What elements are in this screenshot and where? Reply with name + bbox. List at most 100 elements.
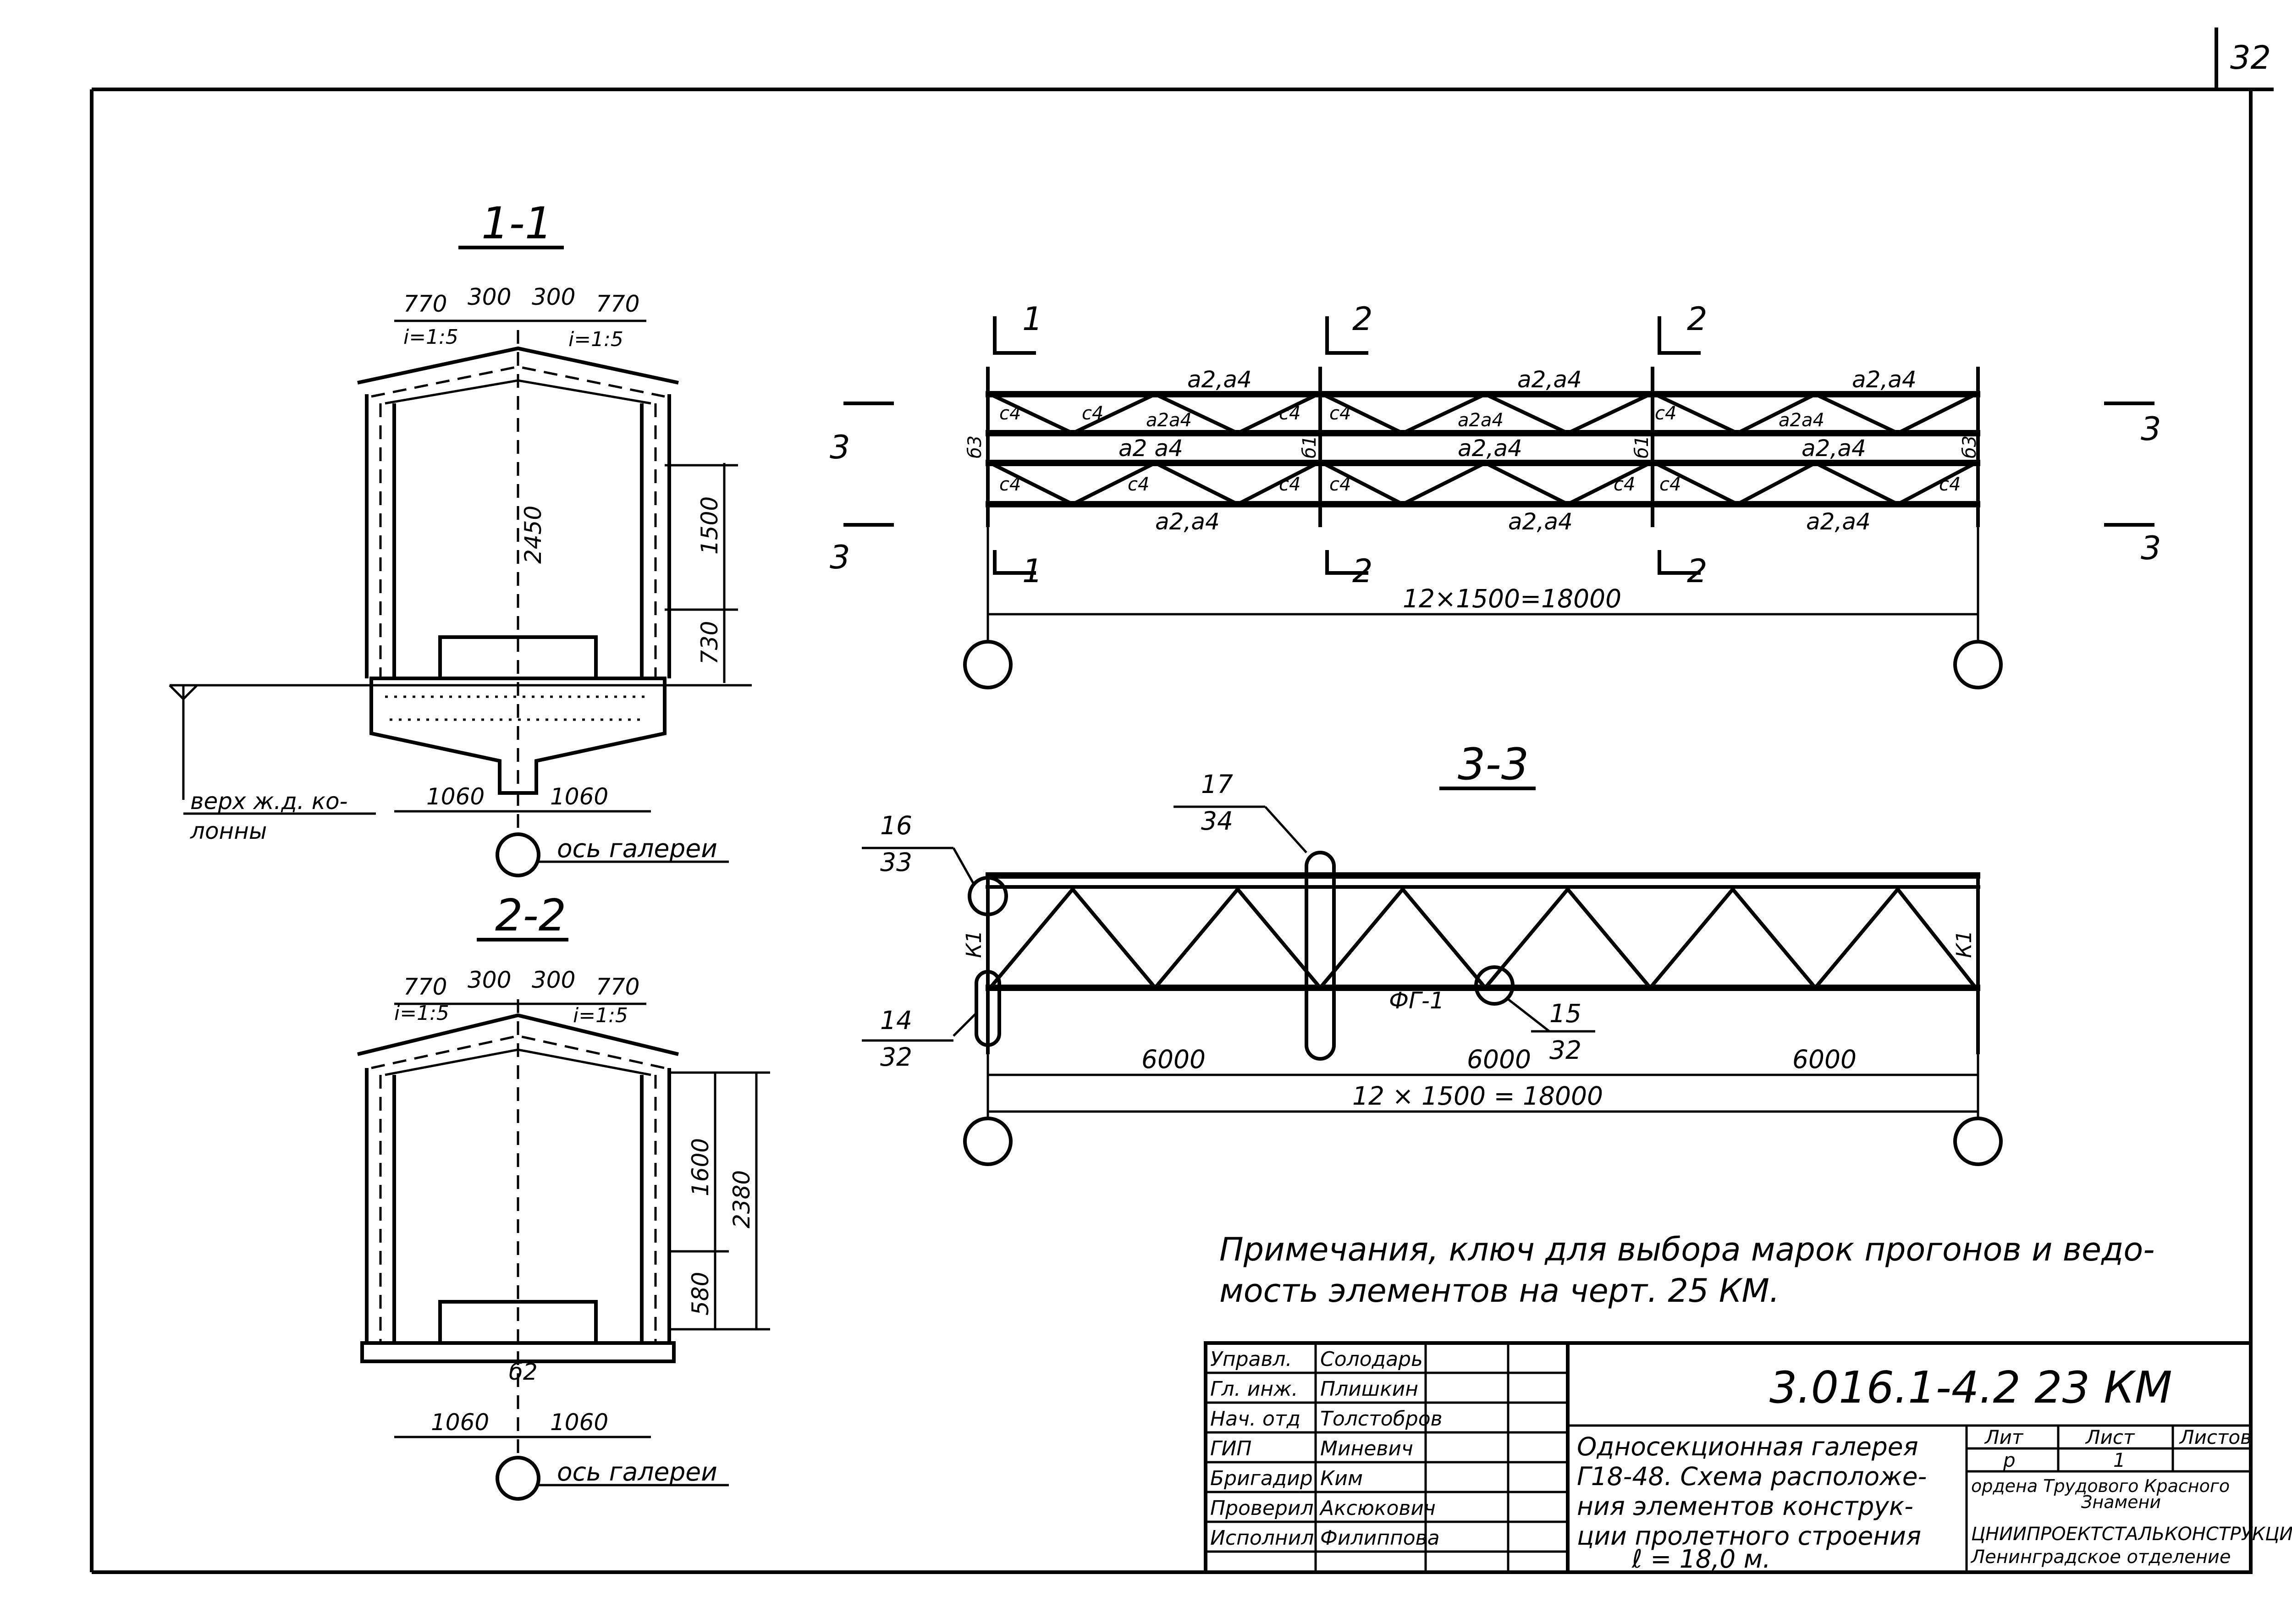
post-mark-left: К1 — [962, 930, 986, 958]
tb-desc-1: Односекционная галерея — [1577, 1432, 1918, 1461]
tb-name-3: Толстобров — [1320, 1407, 1443, 1431]
plan-mark-c4-4: с4 — [1329, 403, 1351, 424]
tb-stage-lit: Лит — [1984, 1426, 2024, 1448]
plan-mark-b3-right: б3 — [1959, 435, 1980, 458]
dim-1060-left: 1060 — [426, 783, 485, 810]
plan-mark-c4-10: с4 — [1614, 474, 1635, 495]
tb-name-6: Аксюкович — [1319, 1497, 1436, 1520]
callout-15-num: 15 — [1549, 999, 1581, 1028]
tb-org-2: Знамени — [2081, 1492, 2161, 1512]
cut-1-top: 1 — [1022, 300, 1043, 338]
sheet-frame — [90, 28, 2274, 1574]
callout-16-num: 16 — [880, 811, 912, 840]
cut-2-top-a: 2 — [1352, 300, 1373, 338]
tb-name-4: Миневич — [1320, 1437, 1413, 1460]
plan-mark-c4-8: с4 — [1279, 474, 1300, 495]
dim-770-right: 770 — [596, 291, 639, 317]
cut-2-bottom-a: 2 — [1352, 552, 1373, 590]
plan-mark-c4-5: с4 — [1655, 403, 1676, 424]
tb-desc-5: ℓ = 18,0 м. — [1631, 1544, 1771, 1574]
cut-2-bottom-b: 2 — [1687, 552, 1708, 590]
plan-mark-top-3: а2,а4 — [1852, 366, 1917, 393]
section-2-2-mark: б2 — [509, 1359, 538, 1385]
cut-2-top-b: 2 — [1687, 300, 1708, 338]
section-1-1: 1-1 ось галереи 770 300 300 770 i= — [169, 198, 752, 877]
tb-desc-4: ции пролетного строения — [1577, 1521, 1921, 1551]
plan-mark-mid-3: а2,а4 — [1802, 435, 1866, 462]
cut-3-left-bottom: 3 — [830, 539, 850, 576]
dim-2380: 2380 — [728, 1170, 755, 1228]
plan-mark-mid-1: а2 а4 — [1118, 435, 1183, 462]
plan-view: а2,а4 а2,а4 а2,а4 а2 а4 а2,а4 а2,а4 а2,а… — [830, 300, 2161, 689]
section-3-3-span-dim: 12 × 1500 = 18000 — [1352, 1081, 1603, 1111]
dim-2450: 2450 — [520, 506, 546, 564]
plan-mark-c4-9: с4 — [1329, 474, 1351, 495]
dim-730: 730 — [696, 621, 723, 665]
section-2-2-axis-label: ось галереи — [557, 1457, 717, 1486]
plan-mark-c4-6: с4 — [999, 474, 1021, 495]
panel-6000-2: 6000 — [1467, 1045, 1531, 1074]
tb-org-4: Ленинградское отделение — [1970, 1547, 2231, 1568]
callout-17-num: 17 — [1201, 770, 1233, 799]
dim-1600: 1600 — [687, 1138, 714, 1196]
tb-name-2: Плишкин — [1320, 1377, 1418, 1401]
notes-line-2: мость элементов на черт. 25 КМ. — [1219, 1272, 1780, 1310]
tb-desc-3: ния элементов конструк- — [1577, 1492, 1913, 1521]
column-top-label-line2: лонны — [190, 818, 267, 844]
tb-name-7: Филиппова — [1320, 1526, 1440, 1550]
dim-1060-right: 1060 — [550, 783, 608, 810]
tb-org-1: ордена Трудового Красного — [1971, 1476, 2230, 1496]
plan-mark-b1-2: б1 — [1631, 435, 1653, 458]
plan-mark-c4-11: с4 — [1659, 474, 1681, 495]
post-mark-right: К1 — [1952, 930, 1976, 958]
section-2-2-title: 2-2 — [495, 891, 566, 941]
plan-mark-top-1: а2,а4 — [1187, 366, 1252, 393]
dim2-300-right: 300 — [532, 967, 575, 993]
callout-14-num: 14 — [880, 1006, 912, 1035]
cut-3-left-top: 3 — [830, 429, 850, 466]
tb-role-7: Исполнил — [1210, 1526, 1314, 1550]
plan-span-dim: 12×1500=18000 — [1403, 584, 1621, 613]
plan-mark-b3-left: б3 — [964, 435, 986, 458]
plan-mark-c4-2: с4 — [1082, 403, 1103, 424]
dim-300-right: 300 — [532, 284, 575, 310]
page-number: 32 — [2230, 39, 2271, 77]
dim-770-left: 770 — [403, 291, 447, 317]
slope2-left: i=1:5 — [394, 1002, 449, 1025]
section-1-1-axis-label: ось галереи — [557, 834, 717, 863]
callout-17-sheet: 34 — [1201, 806, 1233, 836]
cut-3-right-bottom: 3 — [2141, 529, 2161, 567]
slope2-right: i=1:5 — [573, 1004, 628, 1027]
dim2-1060-left: 1060 — [431, 1409, 489, 1436]
dim2-770-right: 770 — [596, 974, 639, 1000]
tb-stage-sheet-val: 1 — [2113, 1449, 2126, 1471]
dim2-770-left: 770 — [403, 974, 447, 1000]
cut-3-right-top: 3 — [2141, 410, 2161, 448]
cut-1-bottom: 1 — [1022, 552, 1043, 590]
callout-14-sheet: 32 — [880, 1042, 912, 1072]
plan-mark-bot-3: а2,а4 — [1806, 508, 1871, 535]
plan-mark-c4-1: с4 — [999, 403, 1021, 424]
plan-mark-b1-1: б1 — [1299, 435, 1320, 458]
dim2-300-left: 300 — [468, 967, 511, 993]
plan-mark-top-2: а2,а4 — [1517, 366, 1582, 393]
plan-mark-c4-3: с4 — [1279, 403, 1300, 424]
tb-stage-sheet: Лист — [2085, 1426, 2135, 1448]
tb-name-5: Ким — [1320, 1467, 1363, 1490]
plan-mark-mid-2: а2,а4 — [1458, 435, 1522, 462]
dim-300-left: 300 — [468, 284, 511, 310]
callout-15-sheet: 32 — [1549, 1035, 1581, 1065]
slope-left: i=1:5 — [403, 325, 458, 349]
tb-role-6: Проверил — [1210, 1497, 1314, 1520]
section-2-2: 2-2 ось галереи б2 770 300 300 770 i=1:5… — [357, 891, 770, 1501]
callout-16-sheet: 33 — [880, 848, 912, 877]
tb-role-5: Бригадир — [1210, 1467, 1313, 1490]
tb-role-1: Управл. — [1210, 1348, 1292, 1371]
section-3-3-title: 3-3 — [1458, 739, 1529, 790]
title-block-code: 3.016.1-4.2 23 КМ — [1769, 1363, 2172, 1413]
tb-role-2: Гл. инж. — [1210, 1377, 1298, 1401]
plan-mark-c4-12: с4 — [1939, 474, 1961, 495]
plan-mark-bot-2: а2,а4 — [1508, 508, 1573, 535]
tb-desc-2: Г18-48. Схема расположе- — [1577, 1462, 1927, 1491]
